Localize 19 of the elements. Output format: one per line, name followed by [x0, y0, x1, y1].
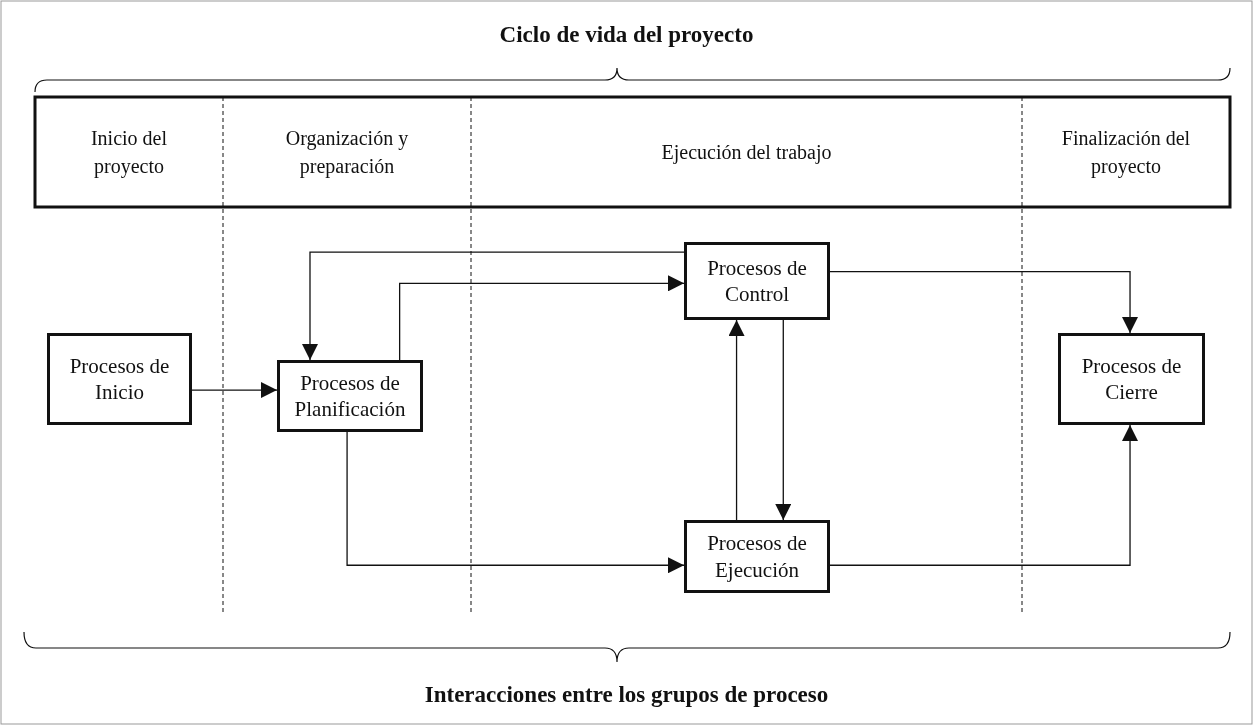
process-box: Procesos de Planificación — [277, 360, 423, 432]
arrow — [399, 275, 685, 361]
arrow — [302, 251, 685, 361]
arrow — [728, 319, 745, 521]
caption: Interacciones entre los grupos de proceso — [423, 682, 830, 708]
process-box: Procesos de Control — [684, 242, 830, 320]
arrow — [191, 382, 278, 399]
arrow — [346, 431, 685, 574]
title: Ciclo de vida del proyecto — [498, 22, 755, 48]
process-box: Procesos de Cierre — [1058, 333, 1205, 425]
process-box: Procesos de Ejecución — [684, 520, 830, 593]
phase-label: Finalización del proyecto — [1022, 97, 1230, 207]
phase-label: Inicio del proyecto — [35, 97, 223, 207]
arrow — [829, 424, 1139, 566]
phase-label: Ejecución del trabajo — [471, 97, 1022, 207]
process-box: Procesos de Inicio — [47, 333, 192, 425]
arrow — [775, 319, 792, 521]
arrow — [829, 271, 1139, 334]
phase-label: Organización y preparación — [223, 97, 471, 207]
